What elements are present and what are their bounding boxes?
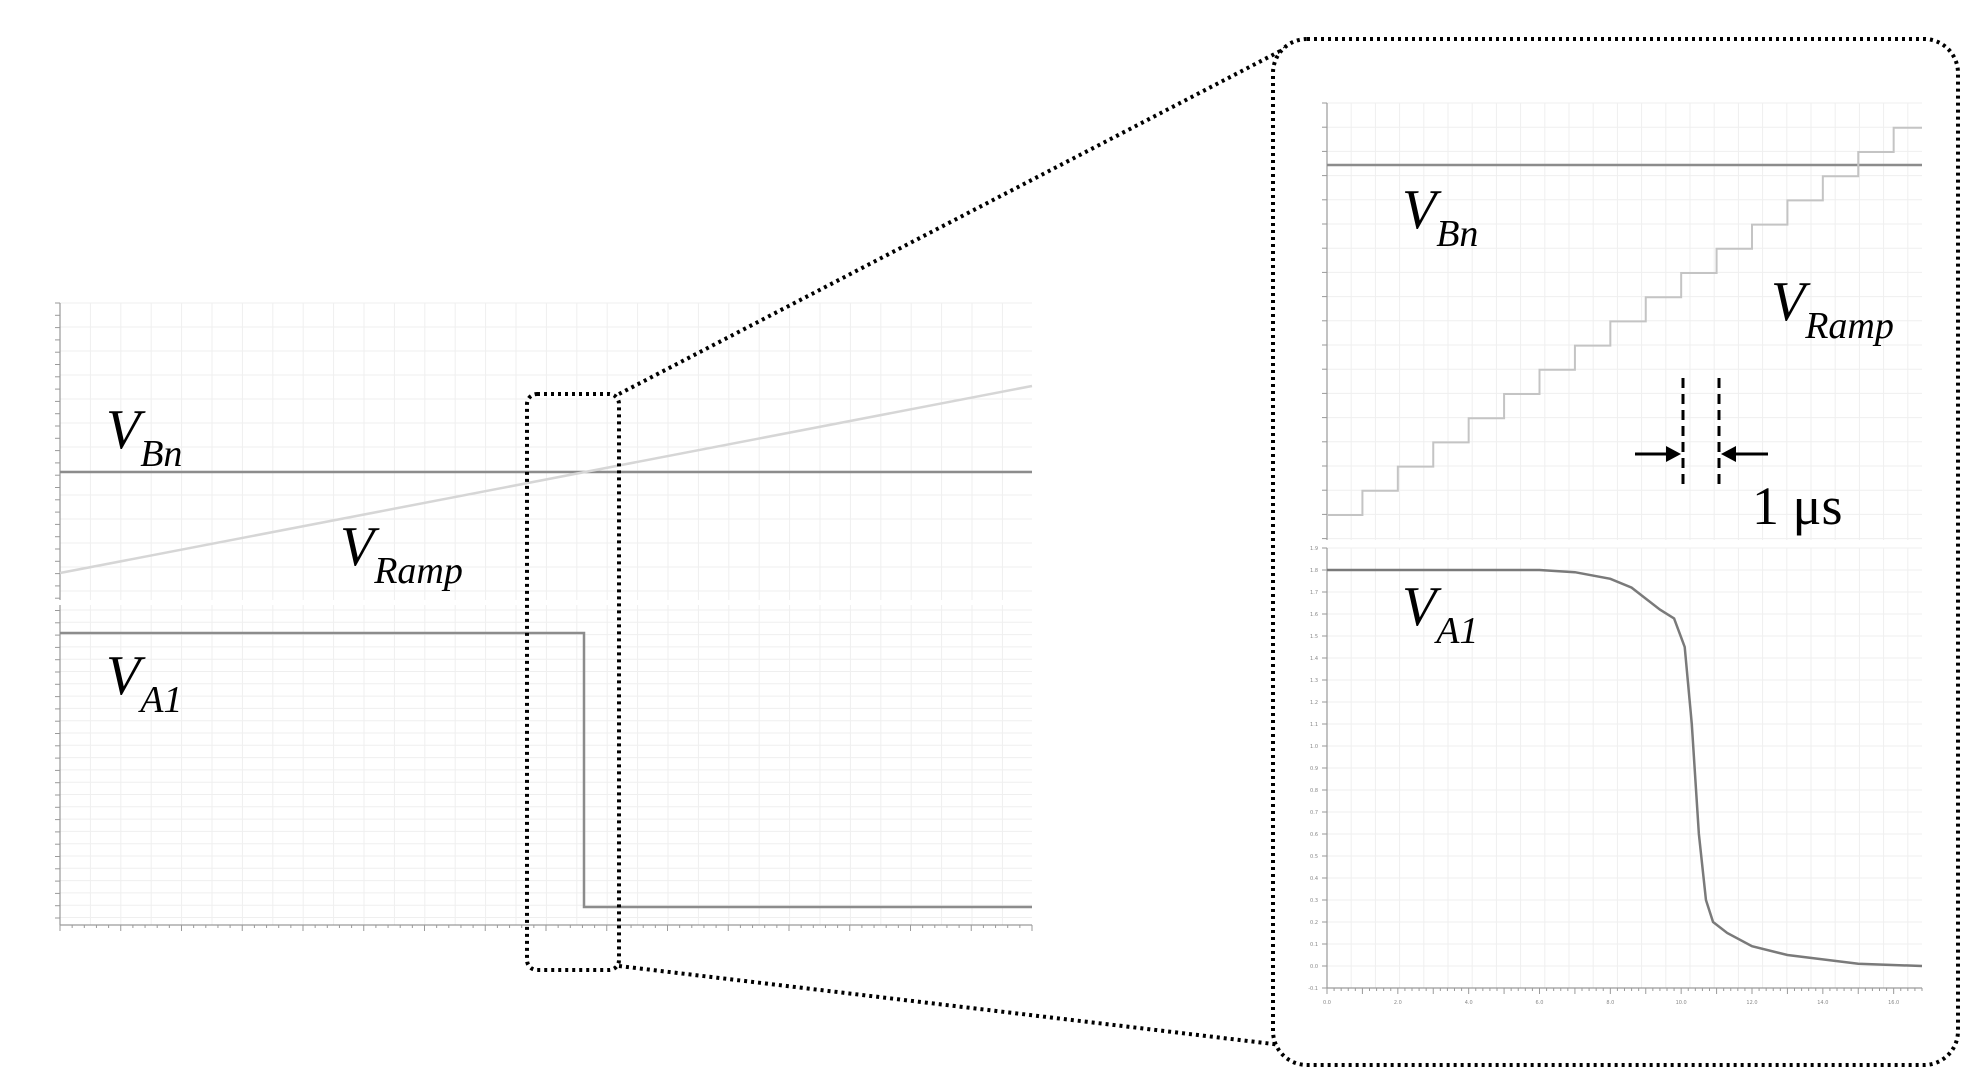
overview-va1-label: VA1	[106, 645, 182, 721]
overview-va1-line	[60, 631, 1032, 909]
zoom-x-ticks: 0.0 2.0 4.0 6.0 8.0 10.0 12.0 14.0 16.0	[1323, 988, 1923, 1006]
interval-label: 1 μs	[1752, 476, 1842, 536]
x-tick-label: 4.0	[1465, 1000, 1473, 1006]
zoom-top-y-ticks	[1322, 102, 1327, 540]
x-tick-label: 2.0	[1394, 1000, 1402, 1006]
x-tick-label: 10.0	[1676, 1000, 1687, 1006]
overview-vbn-label: VBn	[106, 399, 182, 475]
y-tick-label: -0.1	[1308, 986, 1318, 992]
zoom-connector-top	[618, 44, 1291, 396]
y-tick-label: 1.6	[1310, 612, 1318, 618]
overview-vramp-line	[59, 384, 1033, 575]
zoom-connector-bottom	[618, 964, 1291, 1048]
zoom-va1-label: VA1	[1402, 576, 1478, 652]
y-tick-label: 0.1	[1310, 942, 1318, 948]
y-tick-label: 0.0	[1310, 964, 1318, 970]
x-tick-label: 8.0	[1606, 1000, 1614, 1006]
interval-arrow-right-head	[1721, 446, 1736, 462]
y-tick-label: 1.7	[1310, 590, 1318, 596]
y-tick-label: 0.3	[1310, 898, 1318, 904]
overview-y-ticks	[55, 302, 60, 919]
x-tick-label: 16.0	[1888, 1000, 1899, 1006]
y-tick-label: 1.9	[1310, 546, 1318, 552]
x-tick-label: 12.0	[1746, 1000, 1757, 1006]
y-tick-label: 1.0	[1310, 744, 1318, 750]
y-tick-label: 1.1	[1310, 722, 1318, 728]
zoom-va1-line	[1327, 568, 1923, 968]
overview-bottom-grid	[59, 605, 1032, 925]
x-tick-label: 14.0	[1817, 1000, 1828, 1006]
interval-arrow-left-head	[1666, 446, 1681, 462]
time-interval-marker: 1 μs	[1635, 378, 1842, 536]
y-tick-label: 0.9	[1310, 766, 1318, 772]
overview-x-ticks	[59, 925, 1033, 931]
zoom-vbn-label: VBn	[1402, 179, 1478, 255]
x-tick-label: 6.0	[1536, 1000, 1544, 1006]
y-tick-label: 0.4	[1310, 876, 1318, 882]
y-tick-label: 0.2	[1310, 920, 1318, 926]
overview-panel: VBn VRamp VA1	[55, 302, 1033, 972]
y-tick-label: 0.7	[1310, 810, 1318, 816]
zoom-selection-box	[525, 392, 621, 972]
y-tick-label: 0.5	[1310, 854, 1318, 860]
y-tick-label: 0.6	[1310, 832, 1318, 838]
y-tick-label: 1.2	[1310, 700, 1318, 706]
zoom-vramp-staircase	[1327, 126, 1922, 516]
y-tick-label: 1.4	[1310, 656, 1318, 662]
overview-top-grid	[59, 302, 1032, 600]
overview-vramp-label: VRamp	[340, 516, 463, 592]
y-tick-label: 0.8	[1310, 788, 1318, 794]
zoom-bottom-y-ticks: 1.9 1.8 1.7 1.6 1.5 1.4 1.3 1.2 1.1 1.0 0.9 0.8 0.7 0…	[1308, 546, 1327, 992]
x-tick-label: 0.0	[1323, 1000, 1331, 1006]
y-tick-label: 1.5	[1310, 634, 1318, 640]
y-tick-label: 1.8	[1310, 568, 1318, 574]
zoom-bottom-grid	[1326, 547, 1922, 989]
y-tick-label: 1.3	[1310, 678, 1318, 684]
zoom-vramp-label: VRamp	[1771, 271, 1894, 347]
